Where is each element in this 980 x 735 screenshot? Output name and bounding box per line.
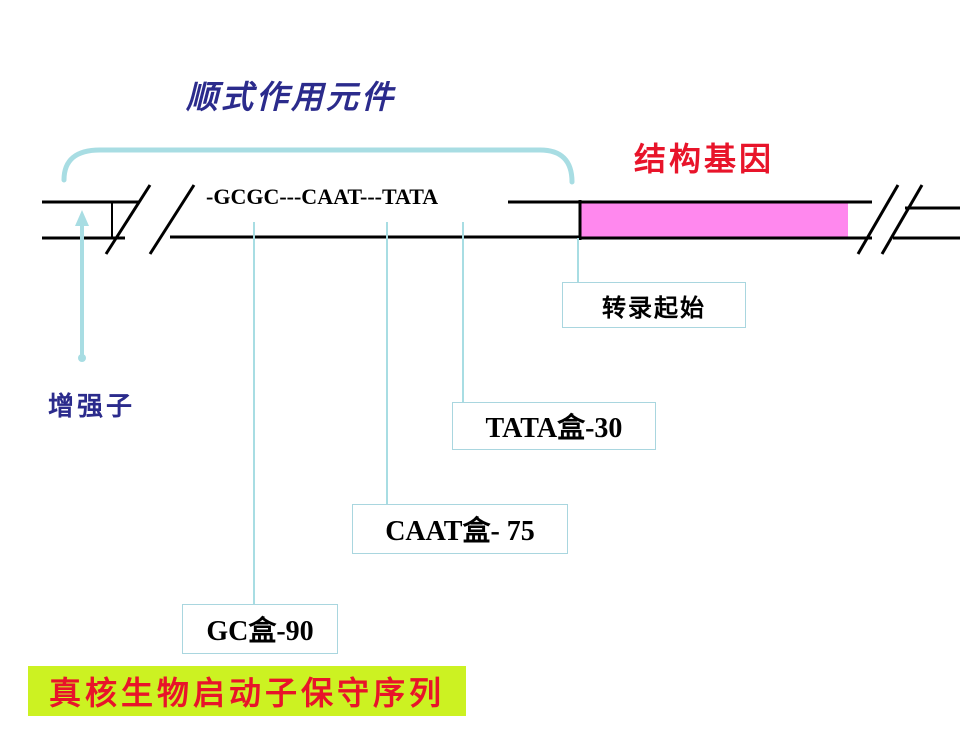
enhancer-arrow-head <box>75 210 89 226</box>
enhancer-arrow-dot <box>78 354 86 362</box>
cis-element-title: 顺式作用元件 <box>186 78 397 116</box>
structural-gene-title: 结构基因 <box>634 140 775 178</box>
tata-box-label: TATA盒-30 <box>452 402 656 450</box>
caat-box-label: CAAT盒- 75 <box>352 504 568 554</box>
break-mark-left-2 <box>148 184 196 255</box>
break-mark-right-1 <box>856 184 900 255</box>
enhancer-label: 增强子 <box>48 392 136 422</box>
break-mark-right-2 <box>880 184 924 255</box>
break-mark-left-1 <box>104 184 152 255</box>
sequence-label: -GCGC---CAAT---TATA <box>202 184 443 210</box>
gc-box-label: GC盒-90 <box>182 604 338 654</box>
footer-banner: 真核生物启动子保守序列 <box>28 666 466 716</box>
cis-element-bracket <box>61 147 575 185</box>
transcription-start-box: 转录起始 <box>562 282 746 328</box>
structural-gene-block <box>580 202 848 238</box>
